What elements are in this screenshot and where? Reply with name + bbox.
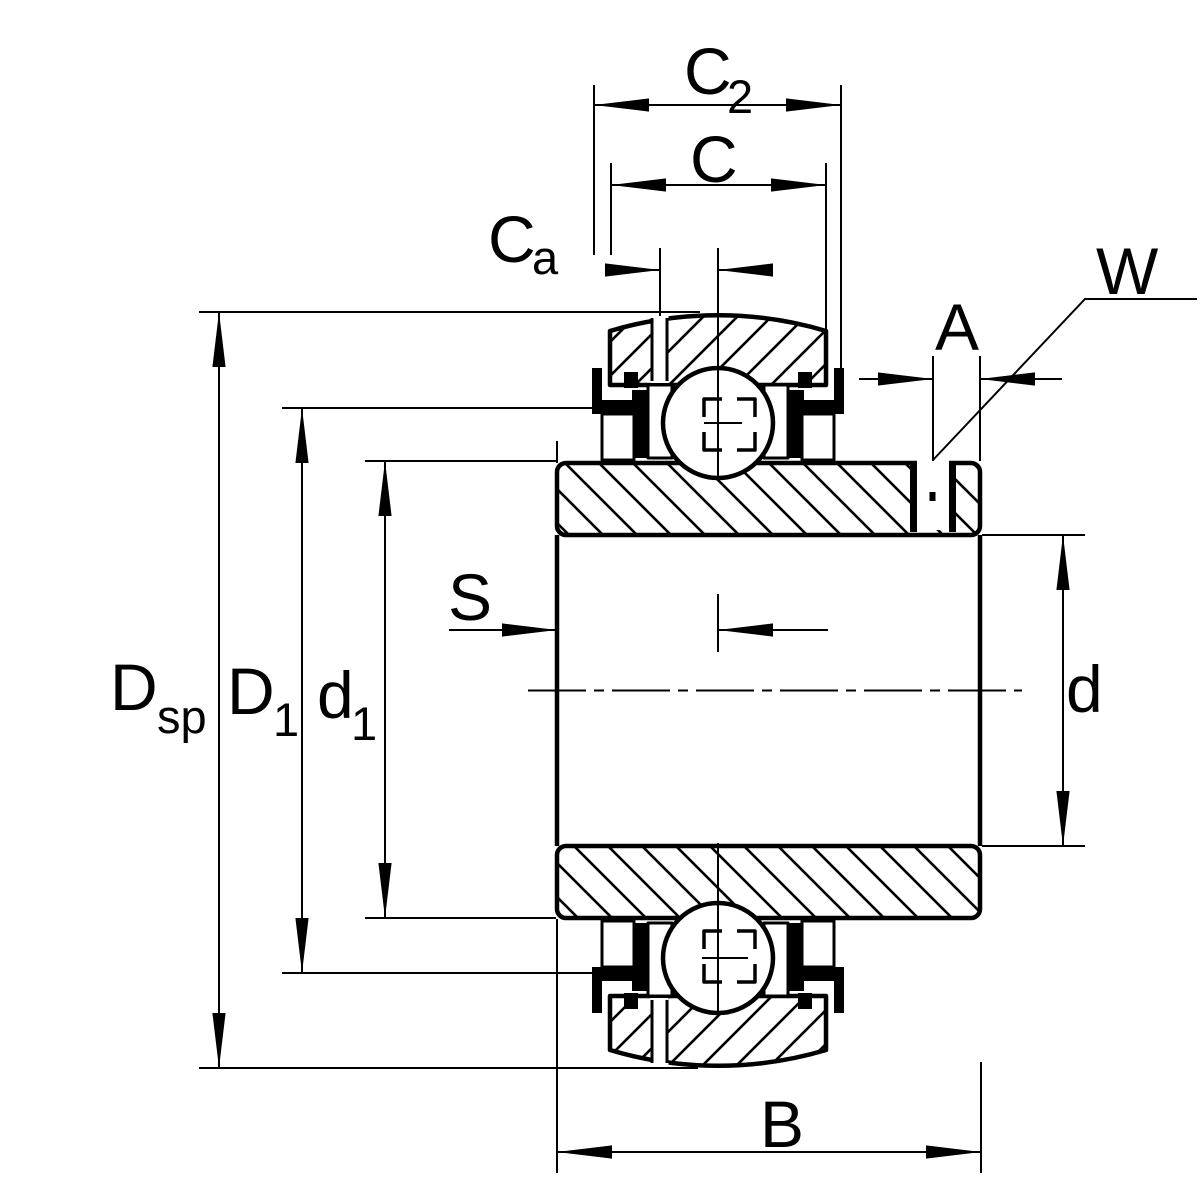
bearing-geometry <box>554 312 983 1069</box>
label-c2: C2 <box>684 34 753 123</box>
set-screw-wall-left <box>910 462 917 532</box>
label-ca: Ca <box>488 202 559 284</box>
dimensions <box>199 85 1197 1173</box>
seal-bottom-left <box>592 923 650 1013</box>
label-d1-outer: D1 <box>227 654 299 746</box>
seal-top-left <box>592 368 650 458</box>
set-screw-wall-right <box>949 462 956 532</box>
label-w: W <box>1096 234 1159 308</box>
label-dsp: Dsp <box>110 650 207 743</box>
seal-bottom-right <box>786 923 844 1013</box>
label-c: C <box>690 122 738 196</box>
lube-hole-top-walls <box>650 318 669 381</box>
leader-w <box>932 298 1197 461</box>
centerlines <box>528 248 1022 1016</box>
lube-hole-top <box>650 312 669 383</box>
label-b: B <box>760 1087 804 1161</box>
inner-ring-top-band <box>554 460 983 538</box>
ball-top-dashed-mark <box>702 397 757 452</box>
set-screw-center-mark <box>929 492 936 501</box>
shoulder-top-right <box>800 412 836 462</box>
lube-hole-bottom-walls <box>650 1000 669 1063</box>
label-s: S <box>448 560 492 634</box>
lube-hole-bottom <box>650 998 669 1069</box>
inner-ring-bottom-band <box>554 843 983 921</box>
extension-lines <box>199 85 1085 1173</box>
seal-top-right <box>786 368 844 458</box>
label-a: A <box>935 290 979 364</box>
shoulder-bottom-left <box>600 919 636 969</box>
shoulder-bottom-right <box>800 919 836 969</box>
label-d: d <box>1066 652 1103 726</box>
label-d1-inner: d1 <box>317 658 377 750</box>
ball-bottom-dashed-mark <box>702 929 757 984</box>
dimension-labels: C2 C Ca W A S Dsp D1 d1 d B <box>110 34 1159 1161</box>
shoulder-top-left <box>600 412 636 462</box>
